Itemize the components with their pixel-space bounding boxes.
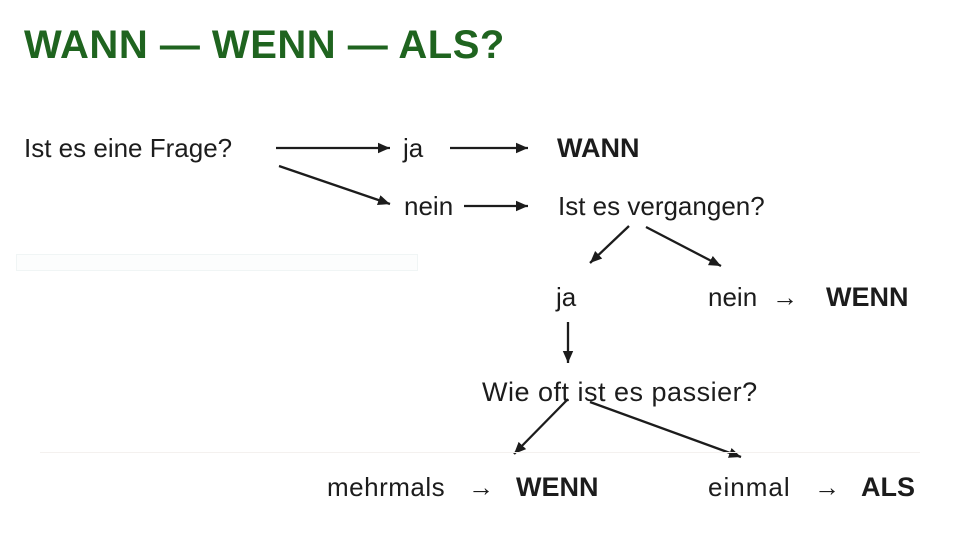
label-einmal: einmal	[708, 472, 791, 502]
arrow-q3-to-einmal	[589, 400, 742, 459]
scan-artifact-band	[16, 254, 418, 271]
arrow-q2-to-ja	[589, 225, 630, 264]
label-nein-question1: nein	[404, 191, 454, 221]
label-ja-question1: ja	[403, 133, 424, 163]
result-wann: WANN	[557, 133, 640, 163]
question-vergangen: Ist es vergangen?	[558, 191, 765, 221]
right-arrow-icon: →	[772, 282, 798, 312]
arrow-q2-to-nein	[645, 225, 722, 268]
label-nein-question2: nein	[708, 282, 758, 312]
question-wie-oft: Wie oft ist es passier?	[482, 377, 758, 407]
question-frage: Ist es eine Frage?	[24, 133, 233, 163]
label-mehrmals: mehrmals	[327, 472, 446, 502]
result-wenn-nein: WENN	[826, 282, 909, 312]
right-arrow-icon: →	[468, 472, 494, 502]
right-arrow-icon: →	[814, 472, 840, 502]
arrow-q1-to-nein	[278, 164, 391, 206]
result-als: ALS	[861, 472, 915, 502]
page-title: WANN — WENN — ALS?	[24, 23, 505, 67]
scan-artifact-line	[40, 452, 920, 453]
result-wenn-mehrmals: WENN	[516, 472, 599, 502]
label-ja-question2: ja	[556, 282, 577, 312]
